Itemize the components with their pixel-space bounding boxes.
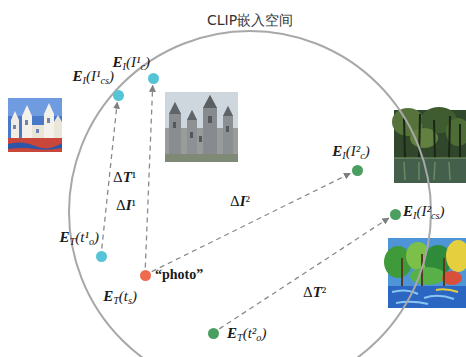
- difference-label: ΔI²: [230, 192, 250, 210]
- difference-label: ΔT²: [303, 283, 326, 301]
- embedding-label: EI(I¹cs): [73, 67, 114, 87]
- forest-photo: [392, 107, 466, 183]
- castle-photo: [165, 92, 238, 162]
- embedding-point: ET(t¹o): [96, 251, 107, 262]
- embedding-label: EI(I²cs): [403, 202, 444, 222]
- embedding-label: EI(I²c): [332, 142, 369, 162]
- sky: [8, 98, 62, 116]
- water: [388, 286, 466, 308]
- embedding-point: ET(t²o): [208, 328, 219, 339]
- embedding-label: ET(t¹o): [60, 228, 99, 248]
- embedding-space-circle: CLIP嵌入空间EI(I¹c)EI(I¹cs)EI(I²c)EI(I²cs)ET…: [68, 30, 432, 357]
- space-title: CLIP嵌入空间: [207, 12, 293, 29]
- sky: [165, 92, 238, 162]
- dashed-arrow: [219, 218, 388, 329]
- forest-painting: [384, 238, 466, 308]
- embedding-point: EI(I²cs): [390, 209, 401, 220]
- prompt-text: “photo”: [155, 267, 203, 284]
- embedding-point: EI(I¹c): [148, 73, 159, 84]
- ground: [165, 154, 238, 162]
- castle-painting: [8, 98, 62, 152]
- ground: [8, 138, 62, 152]
- embedding-label: ET(ts): [103, 287, 137, 307]
- sky: [8, 98, 62, 152]
- embedding-label: EI(I¹c): [113, 53, 150, 73]
- difference-label: ΔI¹: [116, 196, 136, 214]
- water: [394, 158, 466, 183]
- difference-label: ΔT¹: [113, 168, 136, 186]
- embedding-point: EI(I¹cs): [113, 90, 124, 101]
- embedding-label: ET(t²o): [227, 324, 266, 344]
- embedding-point: “photo”ET(ts): [140, 270, 151, 281]
- dashed-arrow: [152, 173, 351, 271]
- dashed-arrow: [145, 85, 152, 267]
- embedding-point: EI(I²c): [352, 165, 363, 176]
